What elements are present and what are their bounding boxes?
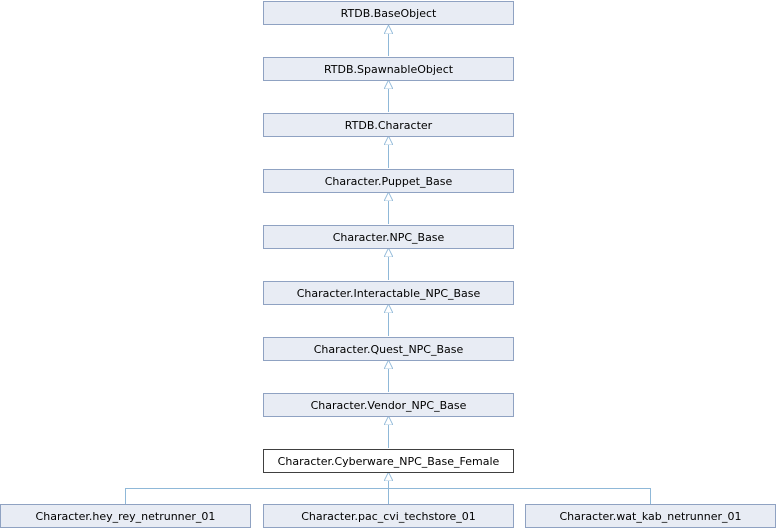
node-label: RTDB.Character bbox=[344, 118, 433, 132]
node-pac-cvi-techstore-01[interactable]: Character.pac_cvi_techstore_01 bbox=[263, 504, 514, 528]
node-wat-kab-netrunner-01[interactable]: Character.wat_kab_netrunner_01 bbox=[525, 504, 776, 528]
node-label: Character.pac_cvi_techstore_01 bbox=[301, 509, 476, 523]
node-cyberware-npc-base-female: Character.Cyberware_NPC_Base_Female bbox=[263, 449, 514, 473]
node-label: Character.Vendor_NPC_Base bbox=[310, 398, 467, 412]
node-rtdb-baseobject[interactable]: RTDB.BaseObject bbox=[263, 1, 514, 25]
node-vendor-npc-base[interactable]: Character.Vendor_NPC_Base bbox=[263, 393, 514, 417]
node-rtdb-spawnableobject[interactable]: RTDB.SpawnableObject bbox=[263, 57, 514, 81]
node-label: Character.NPC_Base bbox=[332, 230, 445, 244]
node-label: Character.wat_kab_netrunner_01 bbox=[559, 509, 742, 523]
node-interactable-npc-base[interactable]: Character.Interactable_NPC_Base bbox=[263, 281, 514, 305]
node-hey-rey-netrunner-01[interactable]: Character.hey_rey_netrunner_01 bbox=[0, 504, 251, 528]
edge-children-branch bbox=[125, 488, 651, 504]
node-npc-base[interactable]: Character.NPC_Base bbox=[263, 225, 514, 249]
node-label: Character.Quest_NPC_Base bbox=[313, 342, 464, 356]
node-puppet-base[interactable]: Character.Puppet_Base bbox=[263, 169, 514, 193]
node-label: Character.Interactable_NPC_Base bbox=[296, 286, 481, 300]
node-label: RTDB.SpawnableObject bbox=[323, 62, 454, 76]
node-label: Character.Puppet_Base bbox=[324, 174, 453, 188]
node-quest-npc-base[interactable]: Character.Quest_NPC_Base bbox=[263, 337, 514, 361]
node-label: RTDB.BaseObject bbox=[340, 6, 437, 20]
node-label: Character.Cyberware_NPC_Base_Female bbox=[277, 454, 500, 468]
node-rtdb-character[interactable]: RTDB.Character bbox=[263, 113, 514, 137]
node-label: Character.hey_rey_netrunner_01 bbox=[35, 509, 216, 523]
